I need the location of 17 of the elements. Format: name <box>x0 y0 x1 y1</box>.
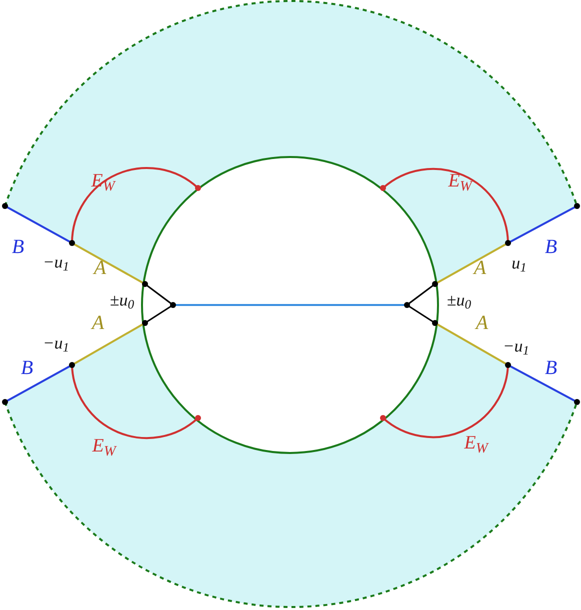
math-label: u$_{1}$ <box>512 254 526 272</box>
math-label: B <box>544 358 558 378</box>
math-label: −u$_{1}$ <box>42 334 70 352</box>
math-label: B <box>12 237 24 257</box>
math-label: ±u$_{0}$ <box>110 292 134 308</box>
math-label: A <box>474 258 486 278</box>
math-label: E$_{W}$ <box>464 434 488 452</box>
math-label: A <box>94 258 106 278</box>
math-label: −u$_{1}$ <box>502 338 530 354</box>
math-label: −u$_{1}$ <box>42 254 70 270</box>
math-label: B <box>20 358 34 378</box>
math-label: E$_{W}$ <box>448 172 472 190</box>
math-label: A <box>92 313 104 333</box>
math-label: A <box>476 313 488 333</box>
math-label: B <box>544 237 558 257</box>
math-label: E$_{W}$ <box>92 436 116 456</box>
math-label: ±u$_{0}$ <box>446 292 472 308</box>
